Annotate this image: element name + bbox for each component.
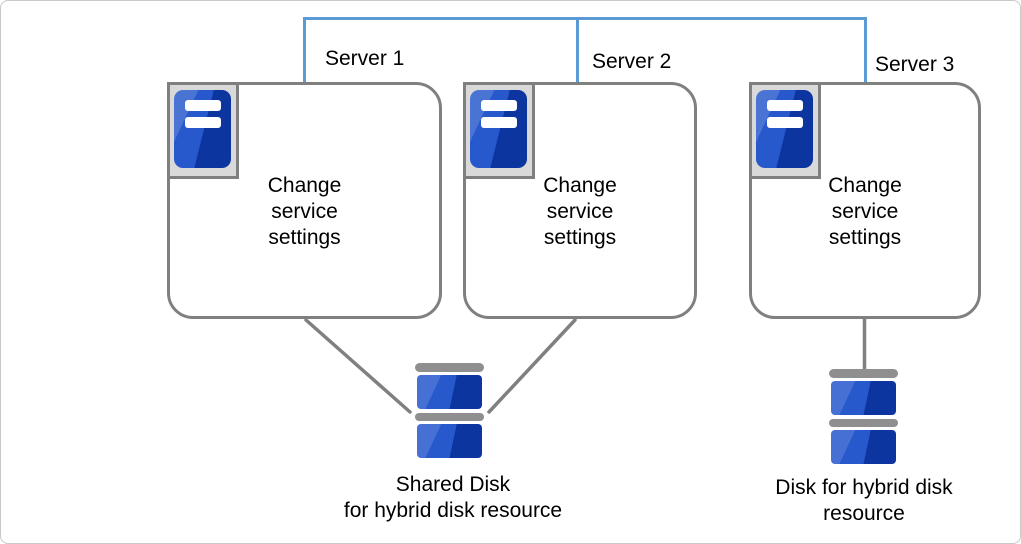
server3-label: Server 3 (875, 53, 955, 76)
disk-cap (829, 369, 898, 378)
server-drive-bay (185, 100, 221, 111)
network-bus-line (303, 17, 867, 83)
server2-label: Server 2 (592, 50, 672, 73)
connector-server2-shared-disk (487, 318, 577, 414)
hybrid-disk-stack-icon (829, 369, 898, 468)
shared-disk-label: Shared Disk for hybrid disk resource (343, 473, 563, 522)
server2-box: Change service settings (463, 82, 697, 319)
server2-action-text: Change service settings (543, 174, 617, 249)
server3-action-text: Change service settings (828, 174, 902, 249)
server3-box: Change service settings (749, 82, 981, 319)
server-drive-bay (185, 117, 221, 128)
server-tower-body (756, 90, 813, 168)
server-tower-icon (167, 82, 239, 179)
server-tower-icon (463, 82, 535, 179)
server-tower-icon (749, 82, 821, 179)
hybrid-disk-label: Disk for hybrid disk resource (775, 476, 953, 525)
server-drive-bay (481, 100, 517, 111)
connector-server1-shared-disk (304, 318, 412, 414)
server1-box: Change service settings (167, 82, 442, 319)
disk-platter (831, 381, 896, 415)
disk-platter (417, 424, 482, 458)
shared-disk-stack-icon (415, 363, 484, 462)
server-drive-bay (767, 117, 803, 128)
disk-cap (415, 363, 484, 372)
disk-platter (831, 430, 896, 464)
server1-action-text: Change service settings (267, 174, 342, 249)
server-drive-bay (481, 117, 517, 128)
server-drive-bay (767, 100, 803, 111)
disk-cap (829, 419, 898, 427)
server-tower-body (174, 90, 231, 168)
disk-platter (417, 375, 482, 409)
disk-cap (415, 413, 484, 421)
server-tower-body (470, 90, 527, 168)
server1-label: Server 1 (325, 47, 405, 70)
